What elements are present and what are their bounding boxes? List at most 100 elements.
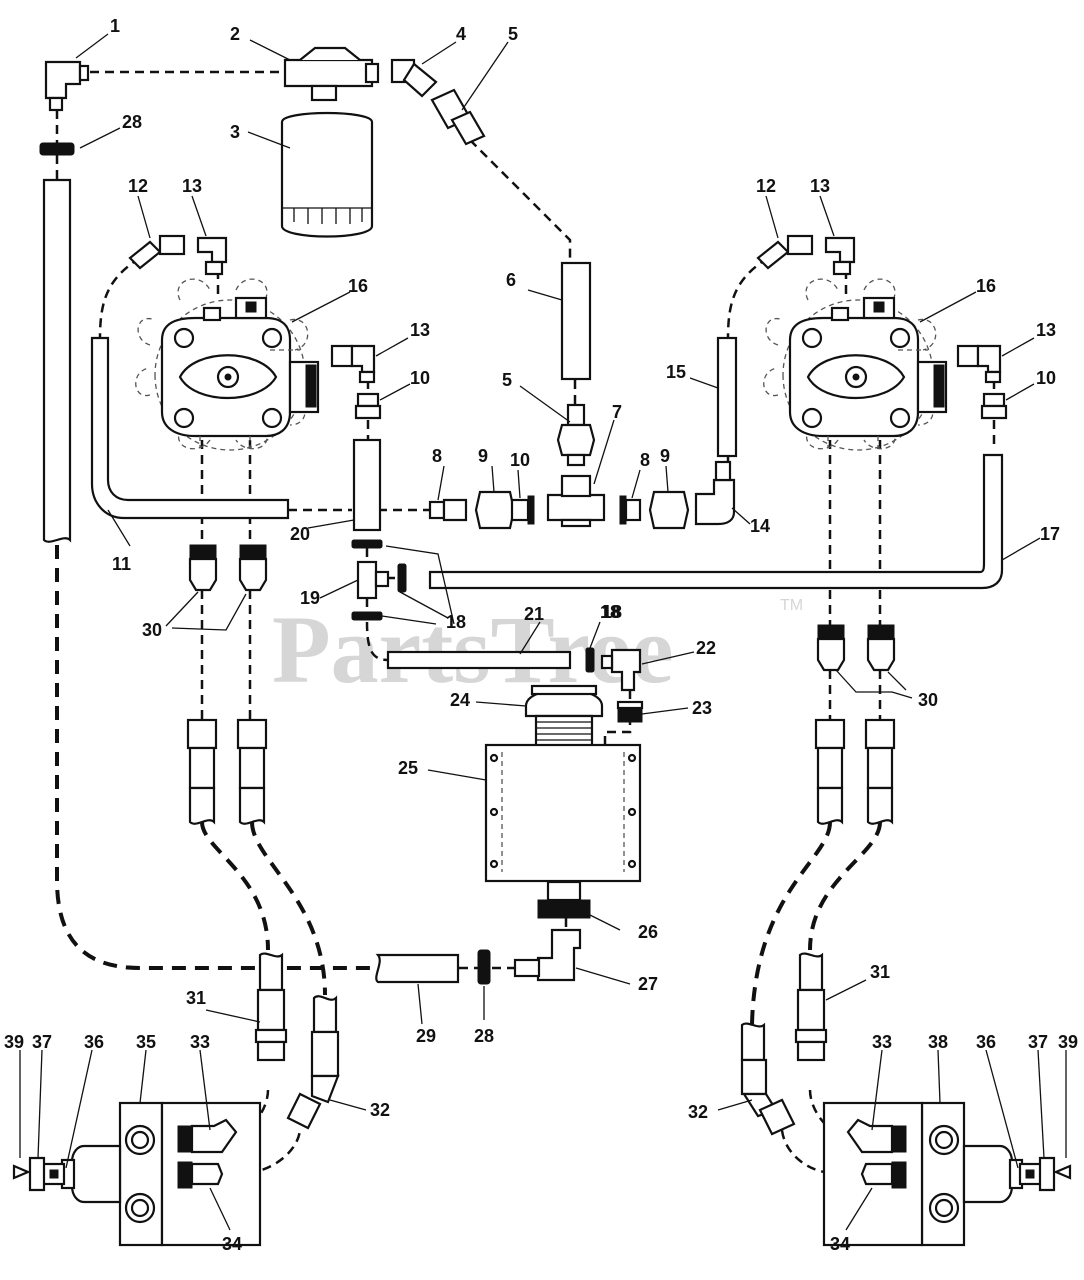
tee-fitting-7 xyxy=(546,474,606,528)
hose-barb-18-right xyxy=(585,647,595,673)
elbow-fitting-33-left xyxy=(177,1118,238,1154)
fitting-12-left xyxy=(128,234,186,270)
hose-end-32-right xyxy=(740,1022,796,1136)
hose-barb-18-side xyxy=(397,563,407,593)
callout-label: 34 xyxy=(222,1234,242,1254)
hose-barb-18-upper xyxy=(351,539,383,549)
callout-label: 32 xyxy=(688,1102,708,1122)
fitting-10-right xyxy=(980,392,1008,420)
watermark-trademark: TM xyxy=(780,597,803,614)
fitting-10-horizontal xyxy=(428,498,468,522)
nut-9-left xyxy=(474,490,516,530)
callout-label: 31 xyxy=(186,988,206,1008)
hydraulic-pump-16-right xyxy=(763,278,948,451)
callout-label: 3 xyxy=(230,122,240,142)
fitting-30-left-a xyxy=(188,544,218,592)
callout-label: 5 xyxy=(508,24,518,44)
fitting-30-left-b xyxy=(238,544,268,592)
callout-label: 33 xyxy=(872,1032,892,1052)
callout-label: 9 xyxy=(478,446,488,466)
elbow-fitting-13-right-top xyxy=(824,236,856,276)
callout-label: 23 xyxy=(692,698,712,718)
callout-label: 34 xyxy=(830,1234,850,1254)
hose-barb-28-top xyxy=(39,142,75,156)
callout-label: 6 xyxy=(506,270,516,290)
hose-end-31-right xyxy=(794,952,828,1062)
elbow-fitting-14 xyxy=(694,460,736,526)
elbow-fitting-4 xyxy=(390,58,438,98)
callout-label: 9 xyxy=(660,446,670,466)
callout-label: 10 xyxy=(510,450,530,470)
fitting-23 xyxy=(616,700,644,723)
hose-17 xyxy=(428,453,1004,590)
hose-ends-upper-left xyxy=(186,718,268,825)
hose-15 xyxy=(716,336,738,458)
callout-labels: 1 2 3 4 5 28 12 13 16 13 10 12 13 16 13 … xyxy=(4,16,1078,1254)
callout-label: 15 xyxy=(666,362,686,382)
callout-label: 13 xyxy=(410,320,430,340)
hose-ends-upper-right xyxy=(814,718,896,825)
ferrule-8-left xyxy=(510,495,535,525)
hose-barb-28-bottom xyxy=(477,949,491,985)
callout-label: 18 xyxy=(602,602,622,622)
callout-label: 8 xyxy=(640,450,650,470)
callout-label: 26 xyxy=(638,922,658,942)
callout-label: 17 xyxy=(1040,524,1060,544)
elbow-fitting-33-right xyxy=(846,1118,907,1154)
callout-label: 25 xyxy=(398,758,418,778)
callout-label: 13 xyxy=(810,176,830,196)
callout-label: 33 xyxy=(190,1032,210,1052)
elbow-fitting-13-left-top xyxy=(196,236,228,276)
filter-head-2 xyxy=(283,46,380,102)
hydraulic-pump-16-left xyxy=(135,278,320,451)
callout-label: 12 xyxy=(128,176,148,196)
reservoir-tank-25 xyxy=(484,714,642,883)
callout-label: 27 xyxy=(638,974,658,994)
nut-9-right xyxy=(648,490,690,530)
fitting-10-left-vertical xyxy=(354,392,382,420)
callout-label: 12 xyxy=(756,176,776,196)
callout-label: 5 xyxy=(502,370,512,390)
hose-29 xyxy=(375,953,460,984)
callout-label: 36 xyxy=(976,1032,996,1052)
callout-label: 7 xyxy=(612,402,622,422)
callout-label: 13 xyxy=(1036,320,1056,340)
callout-label: 20 xyxy=(290,524,310,544)
callout-label: 11 xyxy=(112,554,131,574)
callout-label: 21 xyxy=(524,604,544,624)
oil-filter-3 xyxy=(280,111,374,238)
callout-label: 10 xyxy=(410,368,430,388)
callout-label: 24 xyxy=(450,690,470,710)
hose-end-32-left xyxy=(286,995,340,1130)
fitting-34-right xyxy=(860,1161,907,1189)
fitting-34-left xyxy=(177,1161,224,1189)
callout-label: 39 xyxy=(4,1032,24,1052)
callout-label: 13 xyxy=(182,176,202,196)
hose-dashed-sections xyxy=(55,545,882,1026)
callout-label: 10 xyxy=(1036,368,1056,388)
callout-label: 22 xyxy=(696,638,716,658)
hose-fitting-5-top xyxy=(430,88,486,146)
elbow-fitting-27 xyxy=(513,928,582,982)
tee-19 xyxy=(356,560,390,600)
elbow-fitting-1 xyxy=(44,60,90,112)
hose-barb-18-lower xyxy=(351,611,383,621)
hose-21 xyxy=(386,650,572,670)
callout-label: 8 xyxy=(432,446,442,466)
left-vertical-hose xyxy=(42,178,72,543)
callout-label: 31 xyxy=(870,962,890,982)
ferrule-8-right xyxy=(619,495,642,525)
hose-11 xyxy=(90,336,290,520)
callout-label: 39 xyxy=(1058,1032,1078,1052)
hose-fitting-5-mid xyxy=(556,403,596,467)
fitting-30-right-a xyxy=(816,624,846,672)
callout-label: 30 xyxy=(918,690,938,710)
callout-label: 30 xyxy=(142,620,162,640)
callout-label: 2 xyxy=(230,24,240,44)
callout-label: 28 xyxy=(122,112,142,132)
callout-label: 19 xyxy=(300,588,320,608)
leader-lines xyxy=(19,33,1067,1231)
callout-label: 18 xyxy=(600,602,620,622)
callout-label: 4 xyxy=(456,24,466,44)
